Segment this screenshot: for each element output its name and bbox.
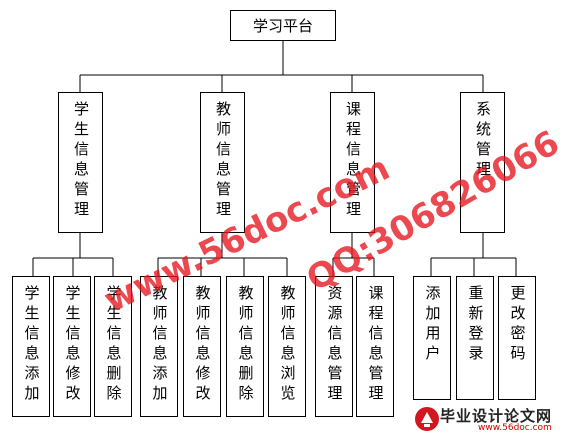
module-node-teacher: 教师信息管理 <box>200 92 245 233</box>
root-node: 学习平台 <box>230 10 336 41</box>
leaf-label: 更改密码 <box>508 285 527 365</box>
leaf-label: 重新登录 <box>466 285 485 365</box>
leaf-label: 资源信息管理 <box>325 285 344 405</box>
module-node-student: 学生信息管理 <box>58 92 103 233</box>
leaf-node: 添加用户 <box>413 276 451 400</box>
leaf-label: 教师信息添加 <box>150 285 169 405</box>
leaf-label: 学生信息添加 <box>22 285 41 405</box>
module-label: 系统管理 <box>474 101 492 181</box>
leaf-label: 学生信息删除 <box>104 285 123 405</box>
module-node-system: 系统管理 <box>460 92 505 233</box>
leaf-label: 教师信息浏览 <box>278 285 297 405</box>
leaf-node: 更改密码 <box>498 276 536 400</box>
leaf-node: 学生信息添加 <box>12 276 50 417</box>
module-label: 学生信息管理 <box>72 101 90 221</box>
leaf-node: 学生信息删除 <box>94 276 132 417</box>
leaf-label: 学生信息修改 <box>63 285 82 405</box>
leaf-node: 教师信息添加 <box>140 276 178 417</box>
root-label: 学习平台 <box>252 17 313 35</box>
leaf-node: 教师信息删除 <box>226 276 264 417</box>
leaf-label: 教师信息删除 <box>236 285 255 405</box>
leaf-node: 重新登录 <box>456 276 494 400</box>
leaf-node: 教师信息修改 <box>183 276 221 417</box>
leaf-node: 课程信息管理 <box>356 276 394 417</box>
module-node-course: 课程信息管理 <box>330 92 375 233</box>
leaf-node: 教师信息浏览 <box>268 276 306 417</box>
logo-title: 毕业设计论文网 <box>440 407 553 425</box>
leaf-node: 资源信息管理 <box>315 276 353 417</box>
logo-url: www.56doc.com <box>478 423 552 433</box>
module-label: 教师信息管理 <box>214 101 232 221</box>
leaf-node: 学生信息修改 <box>53 276 91 417</box>
leaf-label: 教师信息修改 <box>193 285 212 405</box>
module-label: 课程信息管理 <box>344 101 362 221</box>
leaf-label: 课程信息管理 <box>366 285 385 405</box>
leaf-label: 添加用户 <box>423 285 442 365</box>
site-logo-icon <box>415 407 439 431</box>
